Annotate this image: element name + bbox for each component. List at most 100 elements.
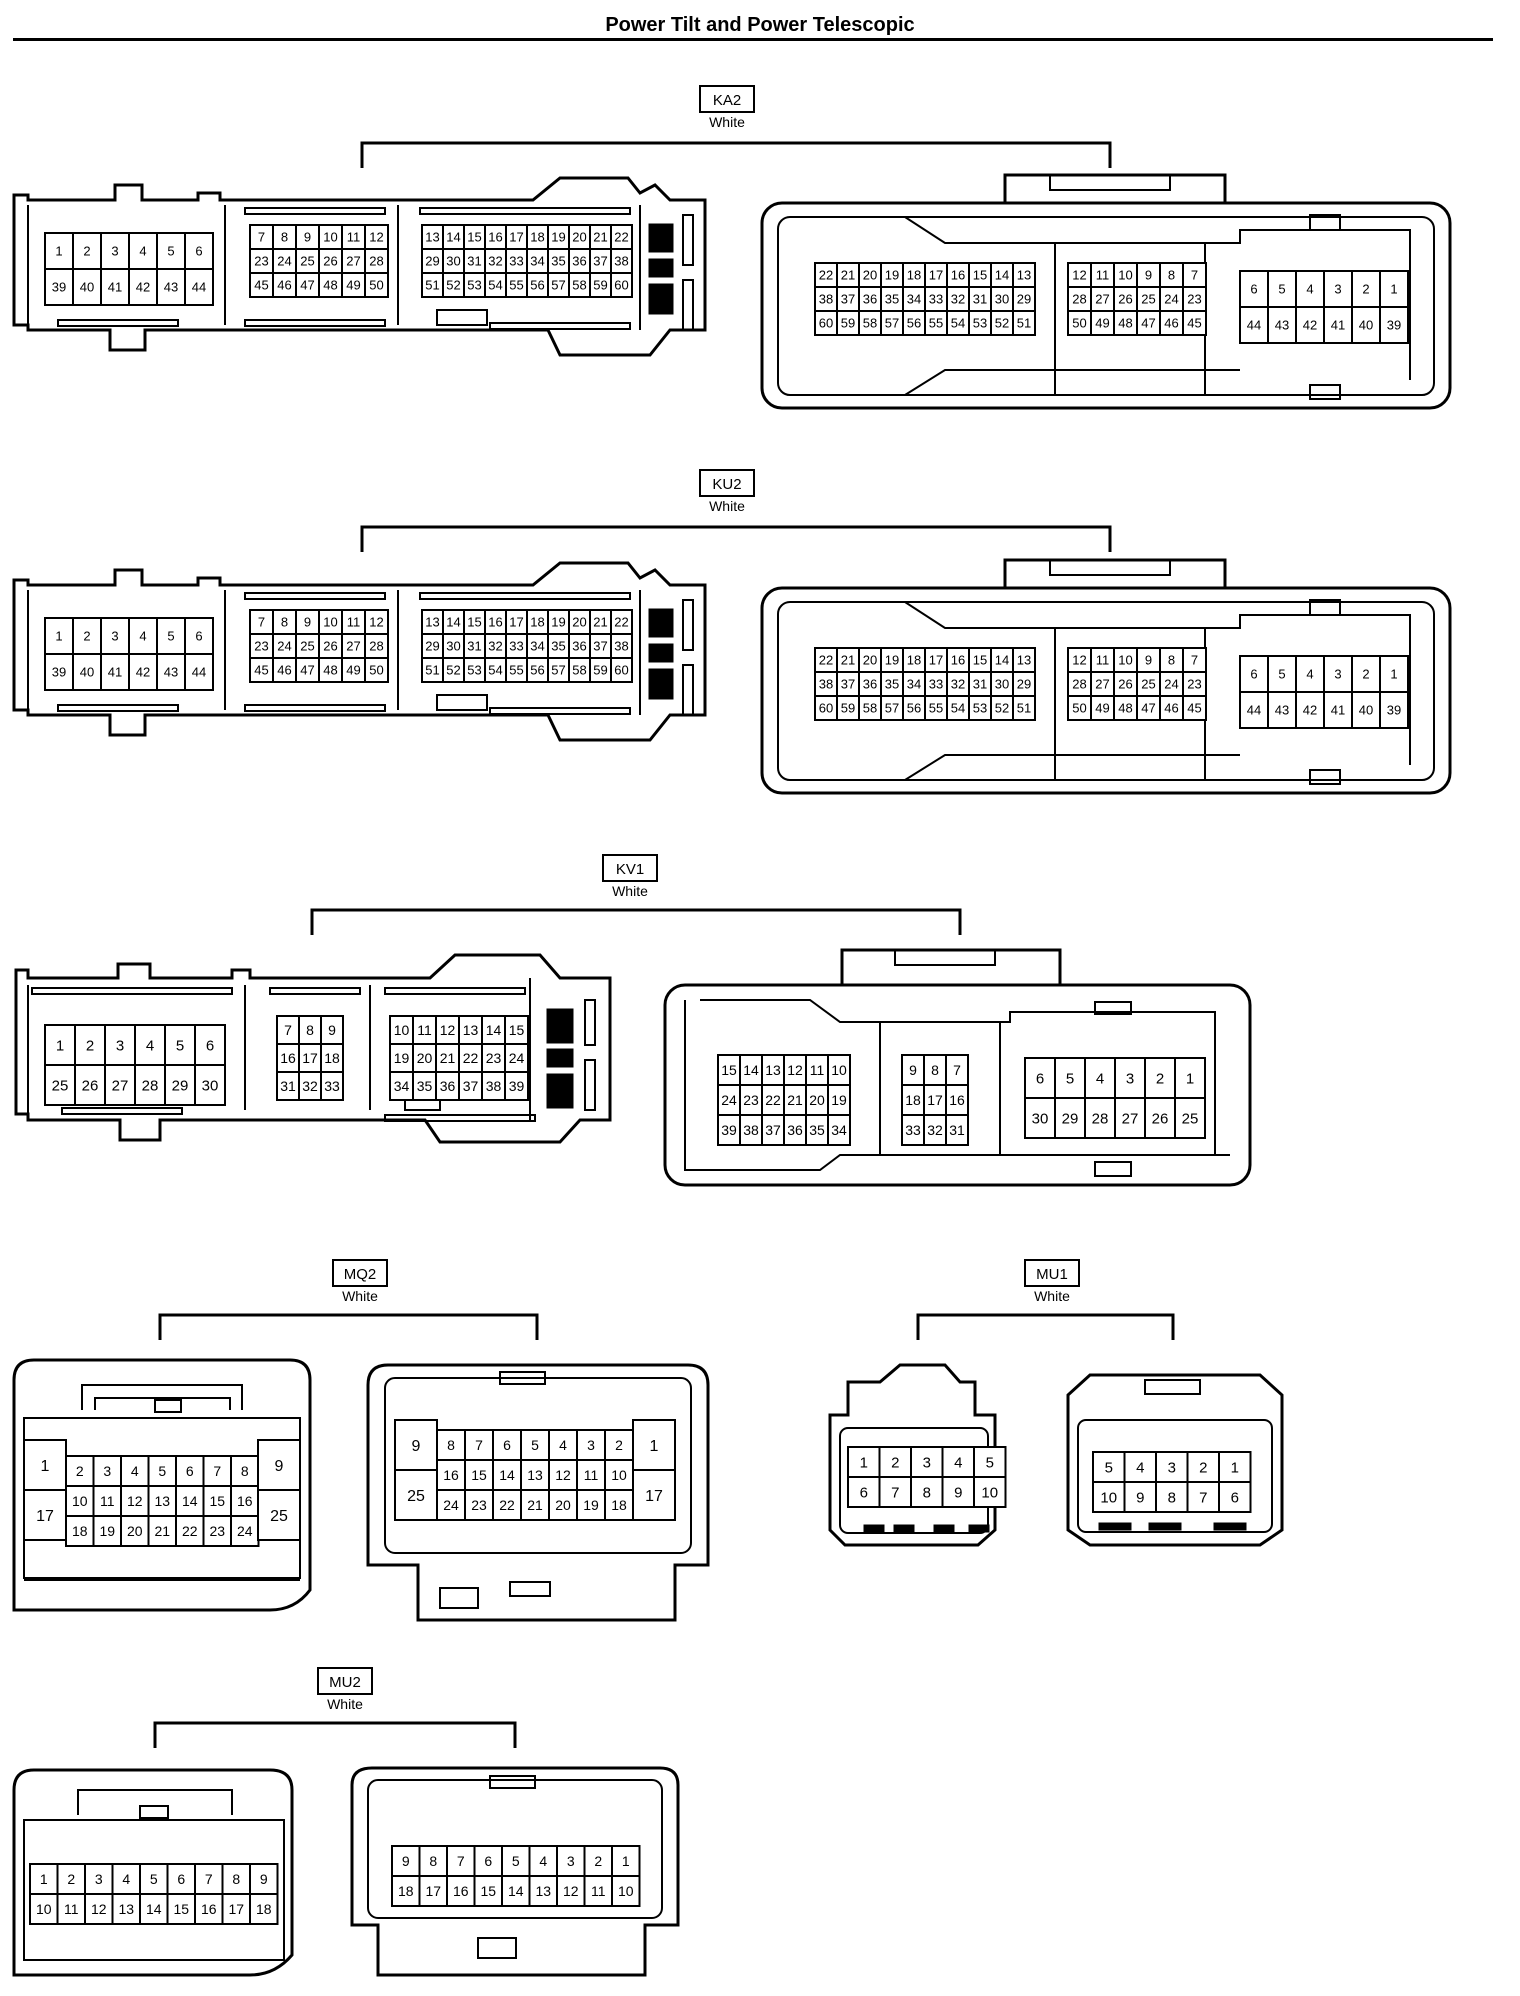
latch <box>139 1805 169 1819</box>
pin-number: 17 <box>36 1508 54 1525</box>
pin-number: 15 <box>467 615 481 630</box>
pin-number: 56 <box>530 663 544 678</box>
pin-cell <box>492 1489 522 1521</box>
pin-cell <box>446 1845 476 1877</box>
pin-number: 12 <box>369 615 383 630</box>
pin-number: 60 <box>614 663 628 678</box>
pin-number: 2 <box>594 1853 602 1869</box>
rail <box>57 319 179 327</box>
rail <box>269 987 361 995</box>
pin-number: 19 <box>831 1092 847 1108</box>
latch-slot <box>893 1524 915 1533</box>
latch <box>439 1587 479 1609</box>
inner-rail <box>800 216 1411 380</box>
pin-cell <box>528 1875 558 1907</box>
pin-number: 29 <box>425 254 439 269</box>
inner-rail <box>81 1384 243 1410</box>
pin-number: 5 <box>176 1037 184 1054</box>
pin-number: 1 <box>55 629 62 644</box>
pin-number: 13 <box>535 1883 551 1899</box>
pin-number: 26 <box>323 254 337 269</box>
pin-number: 7 <box>953 1062 961 1078</box>
connector-id: MU1 <box>1036 1266 1068 1283</box>
pin-number: 47 <box>1141 701 1155 716</box>
pin-cell <box>1174 1097 1206 1139</box>
pin-number: 13 <box>1017 653 1031 668</box>
pin-number: 6 <box>186 1463 194 1479</box>
view-bracket <box>153 1721 517 1748</box>
pin-number: 2 <box>891 1454 899 1471</box>
pin-cell <box>1024 1097 1056 1139</box>
pin-number: 13 <box>425 230 439 245</box>
pin-cell <box>1218 1451 1252 1483</box>
pin-number: 20 <box>809 1092 825 1108</box>
pin-number: 3 <box>103 1463 111 1479</box>
pin-cell <box>1092 1451 1126 1483</box>
pin-number: 4 <box>131 1463 139 1479</box>
latch-slot <box>648 608 674 638</box>
pin-cell <box>230 1515 260 1547</box>
pin-number: 10 <box>1100 1489 1117 1506</box>
pin-number: 10 <box>618 1883 634 1899</box>
latch-slot <box>1213 1522 1247 1531</box>
pin-number: 32 <box>951 292 965 307</box>
pin-number: 5 <box>1278 282 1285 297</box>
pin-cell <box>1114 1097 1146 1139</box>
pin-number: 52 <box>995 316 1009 331</box>
inner-rail <box>700 999 1216 1155</box>
pin-number: 5 <box>1066 1070 1074 1087</box>
rail <box>244 592 386 600</box>
pin-number: 34 <box>394 1078 410 1094</box>
connector-id-box <box>602 854 658 882</box>
connector-id: KV1 <box>616 861 644 878</box>
pin-number: 21 <box>787 1092 803 1108</box>
pin-number: 26 <box>82 1077 99 1094</box>
pin-number: 18 <box>256 1901 272 1917</box>
pin-number: 16 <box>453 1883 469 1899</box>
pin-number: 57 <box>885 701 899 716</box>
pin-number: 2 <box>86 1037 94 1054</box>
pin-cell <box>257 1489 301 1541</box>
title-rule <box>13 38 1493 41</box>
pin-number: 57 <box>551 663 565 678</box>
inner-rail <box>684 1000 1230 1171</box>
pin-cell <box>156 268 186 306</box>
pin-number: 30 <box>1032 1110 1049 1127</box>
pin-number: 8 <box>1168 653 1175 668</box>
rail <box>61 1107 183 1115</box>
pin-cell <box>65 1485 95 1517</box>
pin-number: 36 <box>440 1078 456 1094</box>
pin-number: 24 <box>1164 677 1178 692</box>
pin-number: 31 <box>949 1122 965 1138</box>
pin-number: 60 <box>819 701 833 716</box>
pin-number: 9 <box>328 1022 336 1038</box>
pin-number: 2 <box>1362 282 1369 297</box>
pin-number: 4 <box>539 1853 547 1869</box>
pin-number: 31 <box>467 254 481 269</box>
connector-id-box <box>699 85 755 113</box>
pin-number: 2 <box>1362 667 1369 682</box>
cap-detail <box>894 949 996 966</box>
pin-number: 15 <box>467 230 481 245</box>
top-cap <box>840 948 1062 985</box>
latch-slot <box>648 283 674 315</box>
pin-number: 46 <box>277 278 291 293</box>
pin-number: 4 <box>1306 667 1313 682</box>
pin-number: 24 <box>443 1497 459 1513</box>
face-frame <box>1077 1419 1273 1533</box>
pin-number: 16 <box>443 1467 459 1483</box>
pin-number: 16 <box>488 230 502 245</box>
view-bracket <box>310 908 962 935</box>
pin-number: 26 <box>1118 292 1132 307</box>
view-bracket <box>158 1313 539 1340</box>
pin-number: 10 <box>831 1062 847 1078</box>
pin-number: 43 <box>164 665 178 680</box>
pin-number: 17 <box>302 1050 318 1066</box>
connector-color: White <box>327 1696 363 1712</box>
rail <box>419 592 631 600</box>
pin-number: 1 <box>1390 667 1397 682</box>
pin-cell <box>1012 310 1036 336</box>
